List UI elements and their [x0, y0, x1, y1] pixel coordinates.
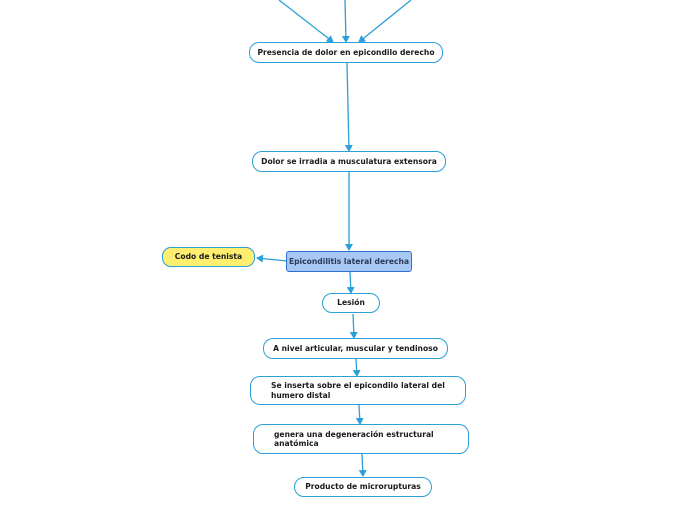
- edge-nivel-to-inserta: [352, 358, 361, 377]
- node-producto-microrupturas[interactable]: Producto de microrupturas: [294, 477, 432, 497]
- edge-lesion-to-nivel: [349, 313, 358, 339]
- node-presencia-dolor[interactable]: Presencia de dolor en epicondilo derecho: [249, 42, 443, 63]
- edge-presencia-to-irradia: [344, 62, 353, 152]
- node-genera-degeneracion[interactable]: genera una degeneración estructural anat…: [253, 424, 469, 454]
- edge-incoming-center: [341, 0, 350, 43]
- edge-incoming-right: [358, 0, 412, 43]
- edge-genera-to-producto: [358, 453, 367, 477]
- edge-inserta-to-genera: [355, 404, 364, 425]
- edge-incoming-left: [278, 0, 334, 43]
- edge-epicondilitis-to-lesion: [346, 271, 355, 294]
- edge-epicondilitis-to-codo: [256, 254, 288, 263]
- node-nivel-articular[interactable]: A nivel articular, muscular y tendinoso: [263, 338, 448, 359]
- node-epicondilitis-lateral[interactable]: Epicondilitis lateral derecha: [286, 251, 412, 272]
- node-inserta-epicondilo[interactable]: Se inserta sobre el epicondilo lateral d…: [250, 376, 466, 405]
- node-lesion[interactable]: Lesión: [322, 293, 380, 313]
- node-dolor-irradia[interactable]: Dolor se irradia a musculatura extensora: [252, 151, 446, 172]
- node-codo-tenista[interactable]: Codo de tenista: [162, 247, 255, 267]
